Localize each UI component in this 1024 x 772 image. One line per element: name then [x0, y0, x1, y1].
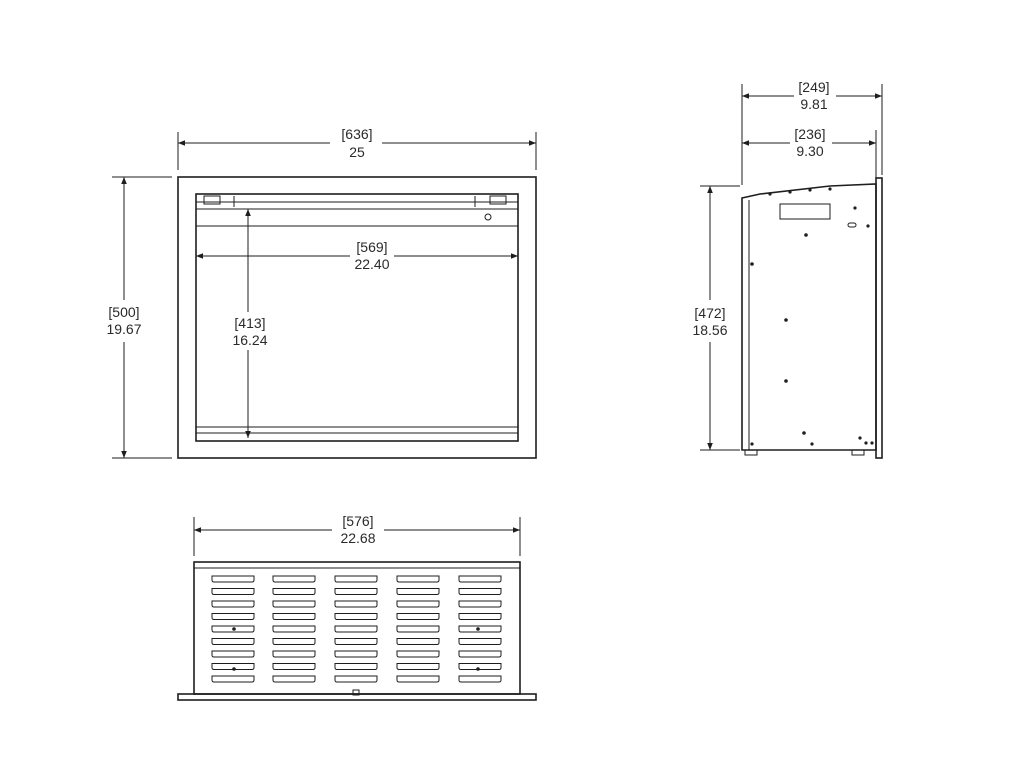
louver-slot — [272, 625, 316, 633]
louver-slot — [211, 675, 255, 683]
louver-slot — [458, 575, 502, 583]
front-height-mm: [500] — [108, 304, 139, 320]
top-louver-grid — [211, 575, 502, 683]
top-view: [576] 22.68 — [177, 513, 537, 701]
louver-slot — [334, 675, 378, 683]
screw-dot — [232, 627, 236, 631]
louver-slot — [396, 613, 440, 620]
side-depth-in: 9.81 — [800, 96, 827, 112]
louver-slot — [272, 575, 316, 583]
side-label-plate — [779, 203, 831, 220]
louver-slot — [458, 613, 502, 620]
screw-dot — [476, 627, 480, 631]
louver-slot — [211, 575, 255, 583]
louver-slot — [458, 638, 502, 645]
louver-slot — [272, 650, 316, 658]
louver-slot — [334, 650, 378, 658]
louver-slot — [211, 588, 255, 595]
louver-slot — [211, 625, 255, 633]
top-width-mm: [576] — [342, 513, 373, 529]
front-opening — [195, 193, 519, 442]
louver-slot — [396, 575, 440, 583]
louver-slot — [272, 663, 316, 670]
louver-slot — [458, 675, 502, 683]
side-front-flange — [875, 177, 883, 459]
side-view: [249] 9.81 [236] 9.30 [472] 18.56 — [692, 79, 883, 459]
louver-slot — [458, 600, 502, 608]
side-height-mm: [472] — [694, 305, 725, 321]
louver-slot — [211, 650, 255, 658]
front-view: [636] 25 [500] 19.67 [569] 22.40 [413] 1… — [106, 126, 537, 459]
louver-slot — [458, 588, 502, 595]
louver-slot — [396, 650, 440, 658]
louver-slot — [211, 638, 255, 645]
louver-slot — [334, 613, 378, 620]
opening-height-mm: [413] — [234, 315, 265, 331]
opening-height-in: 16.24 — [232, 332, 267, 348]
side-height-in: 18.56 — [692, 322, 727, 338]
louver-slot — [396, 663, 440, 670]
top-width-in: 22.68 — [340, 530, 375, 546]
screw-dot — [232, 667, 236, 671]
louver-slot — [334, 638, 378, 645]
side-body-depth-in: 9.30 — [796, 143, 823, 159]
louver-slot — [334, 600, 378, 608]
louver-slot — [211, 613, 255, 620]
louver-slot — [396, 675, 440, 683]
louver-slot — [272, 588, 316, 595]
louver-slot — [458, 625, 502, 633]
louver-slot — [458, 663, 502, 670]
louver-slot — [272, 638, 316, 645]
louver-slot — [396, 600, 440, 608]
front-indicator-icon — [484, 213, 492, 221]
louver-slot — [272, 675, 316, 683]
side-depth-mm: [249] — [798, 79, 829, 95]
opening-width-mm: [569] — [356, 239, 387, 255]
louver-slot — [211, 600, 255, 608]
louver-slot — [272, 613, 316, 620]
louver-slot — [334, 575, 378, 583]
louver-slot — [458, 650, 502, 658]
front-width-mm: [636] — [341, 126, 372, 142]
louver-slot — [334, 625, 378, 633]
louver-slot — [334, 588, 378, 595]
louver-slot — [396, 625, 440, 633]
louver-slot — [334, 663, 378, 670]
front-outer-frame — [177, 176, 537, 459]
top-base-flange — [177, 693, 537, 701]
opening-width-in: 22.40 — [354, 256, 389, 272]
screw-dot — [476, 667, 480, 671]
side-body-depth-mm: [236] — [794, 126, 825, 142]
louver-slot — [272, 600, 316, 608]
front-width-in: 25 — [349, 144, 365, 160]
louver-slot — [396, 588, 440, 595]
louver-slot — [396, 638, 440, 645]
front-height-in: 19.67 — [106, 321, 141, 337]
louver-slot — [211, 663, 255, 670]
